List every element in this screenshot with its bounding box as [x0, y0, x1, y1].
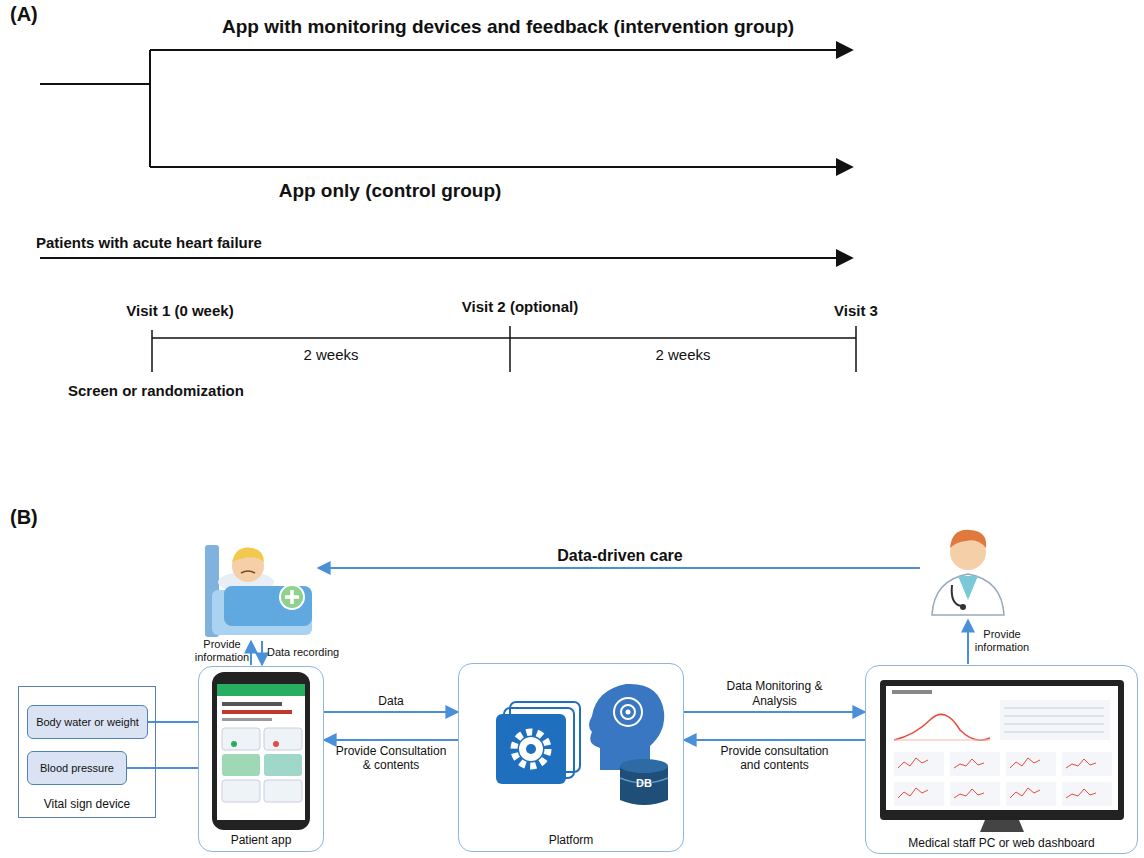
device-box: Blood pressure	[27, 751, 127, 785]
population-label: Patients with acute heart failure	[36, 234, 262, 252]
patient-illustration	[205, 545, 312, 637]
connector	[324, 711, 458, 713]
dashboard-illustration	[880, 680, 1124, 832]
step-label: Screen or randomization	[68, 382, 244, 400]
edge-label: Data	[378, 694, 403, 708]
flow-label: Provide information	[192, 638, 252, 664]
timeline	[152, 326, 856, 372]
node-label: Blood pressure	[40, 762, 114, 774]
arm-label: App only (control group)	[279, 180, 502, 203]
node-label: Body water or weight	[36, 716, 139, 728]
device-group-box: Vital sign device Body water or weightBlo…	[18, 686, 156, 818]
node-label: Medical staff PC or web dashboard	[908, 836, 1095, 850]
device-box: Body water or weight	[27, 705, 148, 739]
connector	[127, 767, 198, 769]
node-label: Platform	[549, 833, 594, 847]
app-box: Patient app	[198, 666, 324, 852]
phone-illustration	[212, 672, 310, 830]
edge-label: Provide Consultation & contents	[331, 744, 451, 773]
database-label: DB	[636, 777, 652, 790]
connector	[684, 711, 865, 713]
interval-label: 2 weeks	[655, 346, 710, 364]
visit-label: Visit 3	[834, 302, 878, 320]
panel-letter: (A)	[10, 2, 38, 26]
flow-label: Provide information	[972, 628, 1032, 654]
interval-label: 2 weeks	[303, 346, 358, 364]
visit-label: Visit 2 (optional)	[462, 298, 578, 316]
node-label: Vital sign device	[44, 797, 131, 811]
platform-illustration	[496, 684, 668, 805]
edge-label: Provide consultation and contents	[710, 744, 840, 773]
flow-label: Data recording	[267, 646, 339, 659]
node-label: Patient app	[231, 833, 292, 847]
care-arrows	[251, 568, 968, 665]
visit-label: Visit 1 (0 week)	[126, 302, 233, 320]
doctor-illustration	[932, 530, 1004, 615]
connector	[684, 739, 865, 741]
flow-label: Data-driven care	[557, 546, 682, 565]
platform-box: Platform	[458, 663, 684, 852]
study-arms	[40, 50, 852, 258]
arm-label: App with monitoring devices and feedback…	[222, 16, 794, 39]
panel-letter: (B)	[10, 505, 38, 529]
edge-label: Data Monitoring & Analysis	[720, 679, 830, 708]
dashboard-box: Medical staff PC or web dashboard	[865, 665, 1138, 854]
connector	[324, 739, 458, 741]
